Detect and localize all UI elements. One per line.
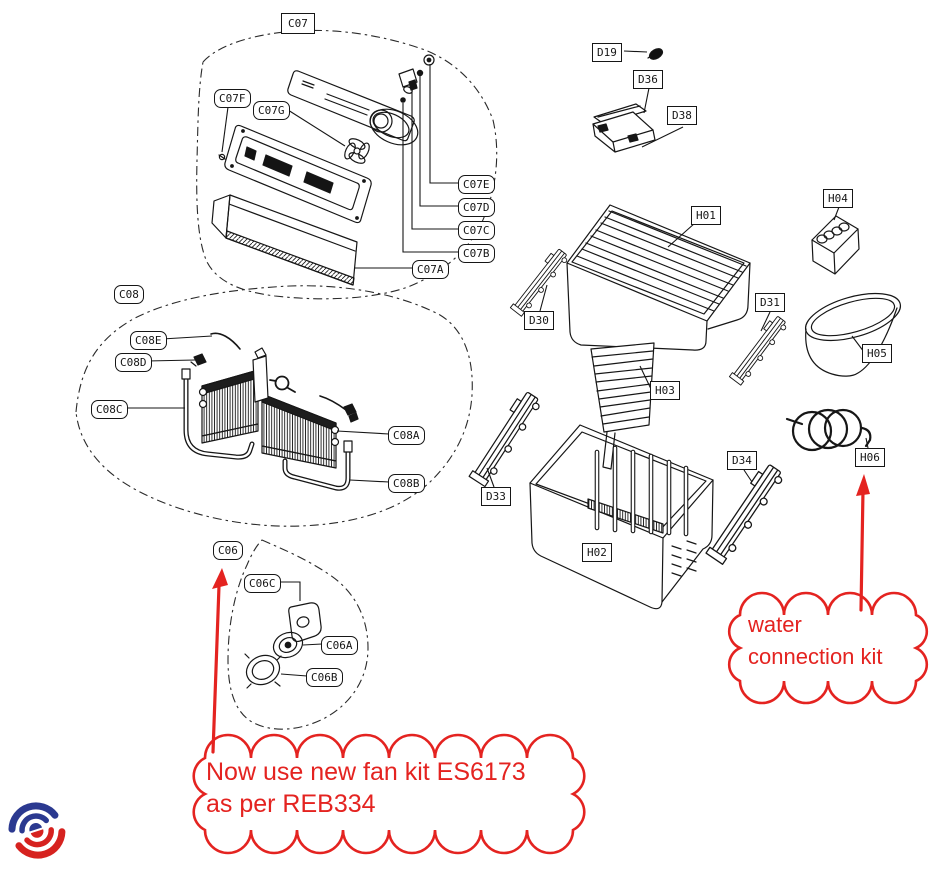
part-label-c07c[interactable]: C07C — [458, 221, 495, 240]
part-label-h03[interactable]: H03 — [650, 381, 680, 400]
fan-note-arrow — [211, 584, 221, 754]
part-label-c08b[interactable]: C08B — [388, 474, 425, 493]
c06-fan-motor-art — [244, 602, 322, 689]
part-label-h04[interactable]: H04 — [823, 189, 853, 208]
part-label-c08a[interactable]: C08A — [388, 426, 425, 445]
part-label-c06b[interactable]: C06B — [306, 668, 343, 687]
h02-h03-art — [529, 342, 714, 610]
fan-kit-note-text-line1: Now use new fan kit ES6173 — [206, 758, 526, 786]
water-kit-note-text-line1: water — [748, 612, 802, 637]
h01-h04-h05-art — [566, 204, 902, 377]
water-note-arrow — [859, 488, 865, 612]
part-label-c06c[interactable]: C06C — [244, 574, 281, 593]
brand-logo — [8, 802, 66, 859]
part-label-d19[interactable]: D19 — [592, 43, 622, 62]
c08-evaporator-art — [181, 332, 359, 491]
part-label-c08d[interactable]: C08D — [115, 353, 152, 372]
part-label-h05[interactable]: H05 — [862, 344, 892, 363]
part-label-c08c[interactable]: C08C — [91, 400, 128, 419]
c08-boundary — [75, 285, 473, 527]
annotation-arrows — [211, 474, 870, 754]
c07-boundary — [196, 29, 498, 300]
part-label-d33[interactable]: D33 — [481, 487, 511, 506]
part-label-c07b[interactable]: C07B — [458, 244, 495, 263]
part-label-c07a[interactable]: C07A — [412, 260, 449, 279]
part-label-c07d[interactable]: C07D — [458, 198, 495, 217]
fan-kit-note-cloud — [192, 733, 586, 855]
part-label-d34[interactable]: D34 — [727, 451, 757, 470]
part-label-d36[interactable]: D36 — [633, 70, 663, 89]
annotation-clouds — [192, 591, 929, 855]
part-label-h02[interactable]: H02 — [582, 543, 612, 562]
part-label-d30[interactable]: D30 — [524, 311, 554, 330]
part-label-c06[interactable]: C06 — [213, 541, 243, 560]
h06-coil-art — [785, 408, 872, 452]
water-kit-note-cloud — [727, 591, 929, 705]
part-label-c07[interactable]: C07 — [281, 13, 315, 34]
d19-d36-d38-art — [592, 48, 664, 153]
fan-kit-note-text-line2: as per REB334 — [206, 790, 376, 818]
group-boundaries — [75, 29, 498, 730]
part-label-h06[interactable]: H06 — [855, 448, 885, 467]
part-label-c08[interactable]: C08 — [114, 285, 144, 304]
leader-lines — [118, 50, 869, 677]
part-label-d38[interactable]: D38 — [667, 106, 697, 125]
part-label-c07f[interactable]: C07F — [214, 89, 251, 108]
part-label-h01[interactable]: H01 — [691, 206, 721, 225]
part-label-c07g[interactable]: C07G — [253, 101, 290, 120]
water-kit-note-text-line2: connection kit — [748, 644, 883, 669]
part-label-c08e[interactable]: C08E — [130, 331, 167, 350]
part-label-c07e[interactable]: C07E — [458, 175, 495, 194]
part-label-d31[interactable]: D31 — [755, 293, 785, 312]
c06-boundary — [227, 539, 369, 730]
part-label-c06a[interactable]: C06A — [321, 636, 358, 655]
c07-fan-assembly-art — [211, 54, 435, 286]
